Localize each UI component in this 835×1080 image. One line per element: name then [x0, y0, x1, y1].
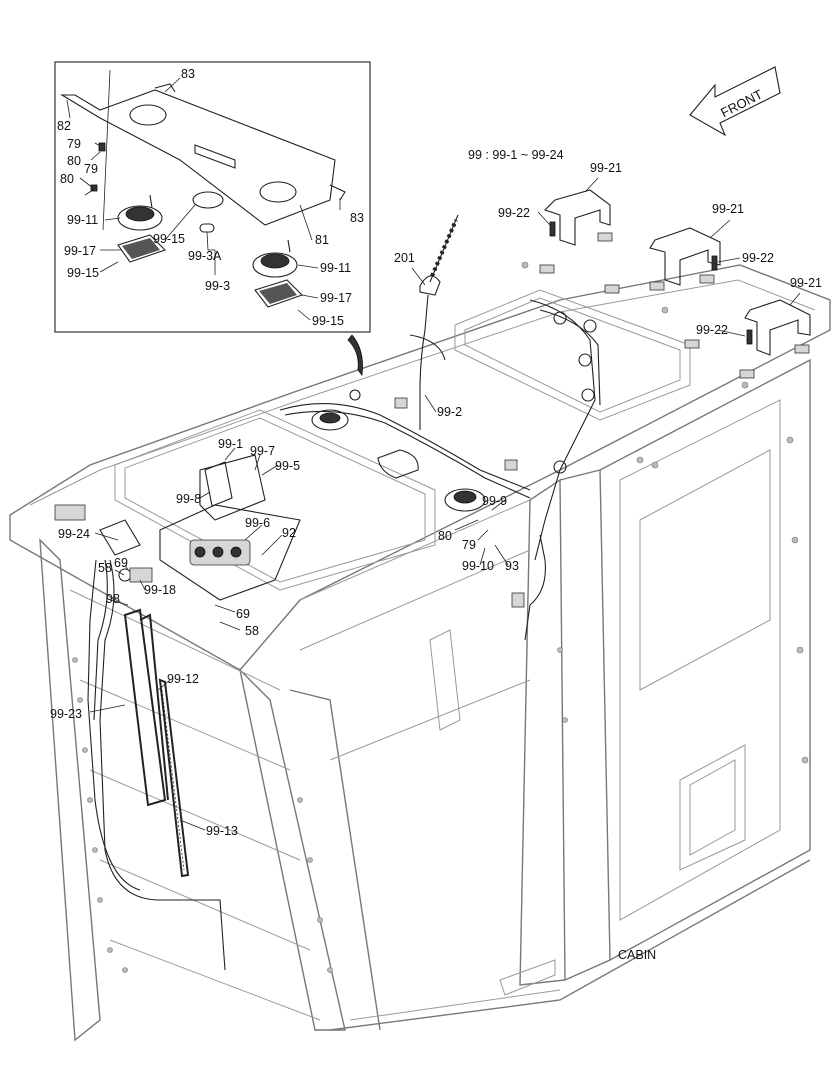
label-69-b: 69 [236, 607, 250, 621]
antenna-201 [419, 214, 459, 296]
range-note: 99 : 99-1 ~ 99-24 [468, 148, 564, 162]
label-99-15-c: 99-15 [312, 314, 344, 328]
label-58-a: 58 [98, 561, 112, 575]
wire-harness-99-2 [279, 294, 601, 641]
label-69-a: 69 [114, 556, 128, 570]
label-99-3a: 99-3A [188, 249, 222, 263]
label-99-7: 99-7 [250, 444, 275, 458]
label-99-10: 99-10 [462, 559, 494, 573]
label-80-main: 80 [438, 529, 452, 543]
leader-lines [66, 77, 801, 831]
roof-speaker-right [444, 488, 486, 512]
roof-bracket-99-21-b [649, 227, 721, 286]
label-99-17-a: 99-17 [64, 244, 96, 258]
dome-light [377, 449, 419, 479]
label-99-13: 99-13 [206, 824, 238, 838]
label-83-top: 83 [181, 67, 195, 81]
label-99-17-b: 99-17 [320, 291, 352, 305]
label-92: 92 [282, 526, 296, 540]
label-99-24: 99-24 [58, 527, 90, 541]
switch-panel-92 [159, 454, 301, 601]
label-79-a: 79 [67, 137, 81, 151]
front-direction-arrow [689, 66, 781, 137]
cabin-frame [9, 232, 831, 1042]
label-99-2: 99-2 [437, 405, 462, 419]
label-99-12: 99-12 [167, 672, 199, 686]
label-99-9: 99-9 [482, 494, 507, 508]
label-98: 98 [106, 592, 120, 606]
label-201: 201 [394, 251, 415, 265]
label-99-15-a: 99-15 [153, 232, 185, 246]
label-99-1: 99-1 [218, 437, 243, 451]
label-99-22-a: 99-22 [498, 206, 530, 220]
label-99-15-b: 99-15 [67, 266, 99, 280]
label-82: 82 [57, 119, 71, 133]
roof-speaker-left [311, 409, 349, 431]
label-80-a: 80 [67, 154, 81, 168]
label-99-5: 99-5 [275, 459, 300, 473]
wiper-blade-99-13 [158, 678, 190, 878]
label-99-3: 99-3 [205, 279, 230, 293]
label-99-22-b: 99-22 [742, 251, 774, 265]
label-99-11-b: 99-11 [320, 261, 351, 275]
label-99-22-c: 99-22 [696, 323, 728, 337]
label-99-18: 99-18 [144, 583, 176, 597]
label-99-11-a: 99-11 [67, 213, 98, 227]
label-99-21-a: 99-21 [590, 161, 622, 175]
roof-bracket-99-21-a [543, 189, 611, 246]
roof-bracket-99-21-c [744, 299, 811, 356]
cabin-caption: CABIN [618, 948, 656, 962]
bolts-99-22 [549, 221, 753, 345]
label-99-8: 99-8 [176, 492, 201, 506]
label-99-21-c: 99-21 [790, 276, 822, 290]
wiper-arm-99-12 [123, 608, 169, 807]
label-99-6: 99-6 [245, 516, 270, 530]
label-80-b: 80 [60, 172, 74, 186]
label-99-21-b: 99-21 [712, 202, 744, 216]
label-58-b: 58 [245, 624, 259, 638]
detail-inset [54, 61, 371, 376]
washer-hose-99-23 [87, 559, 141, 891]
label-99-23: 99-23 [50, 707, 82, 721]
label-93: 93 [505, 559, 519, 573]
label-83-right: 83 [350, 211, 364, 225]
label-81: 81 [315, 233, 329, 247]
label-79-b: 79 [84, 162, 98, 176]
label-79-main: 79 [462, 538, 476, 552]
bracket-99-24 [93, 519, 226, 971]
